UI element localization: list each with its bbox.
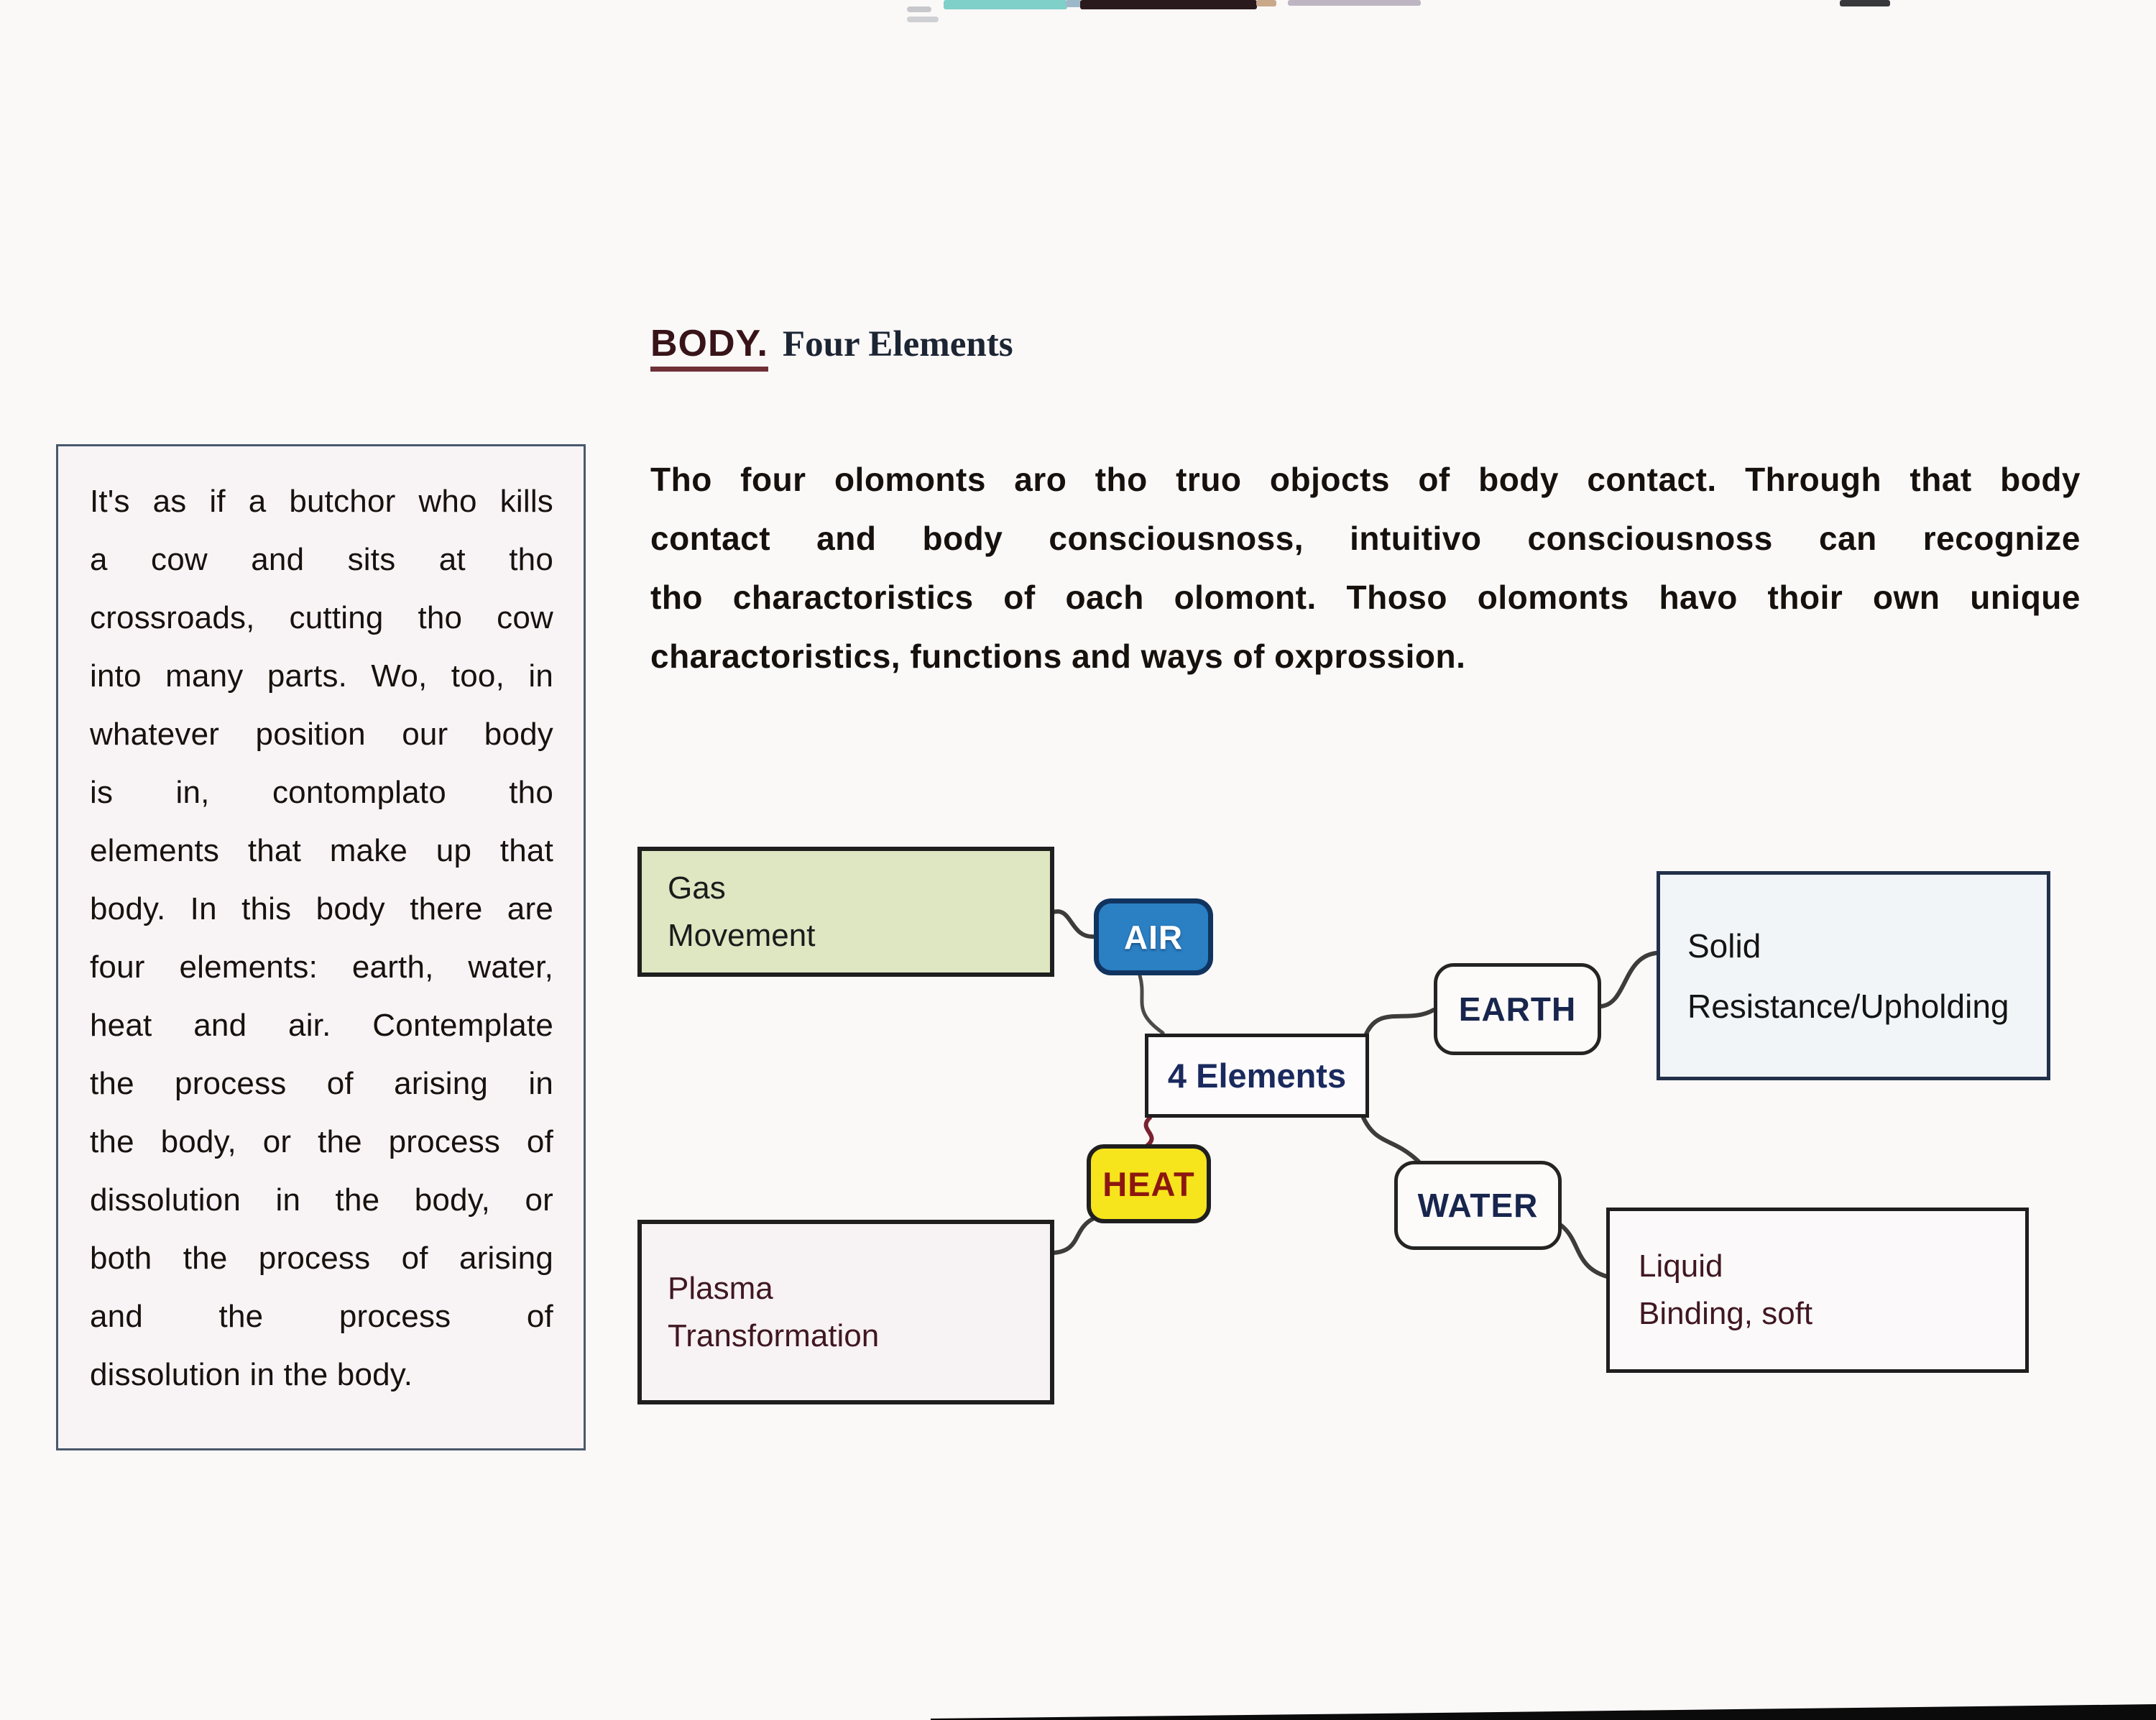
scan-smudge xyxy=(907,6,931,12)
callout-plasma-transformation: Plasma Transformation xyxy=(637,1220,1054,1404)
title-keyword: BODY. xyxy=(650,323,768,372)
quote-line: heat and air. Contemplate xyxy=(90,1008,553,1043)
intro-paragraph: Tho four olomonts aro tho truo objocts o… xyxy=(650,450,2081,686)
connector-center-water xyxy=(1361,1116,1421,1164)
node-heat-label: HEAT xyxy=(1102,1164,1195,1203)
quote-line: into many parts. Wo, too, in xyxy=(90,658,553,694)
center-node-label: 4 Elements xyxy=(1167,1057,1347,1095)
connector-air-center xyxy=(1138,973,1165,1035)
node-water-label: WATER xyxy=(1417,1187,1539,1224)
quote-line: elements that make up that xyxy=(90,833,553,868)
paragraph-line: contact and body consciousnoss, intuitiv… xyxy=(650,520,2081,557)
quote-line: It's as if a butchor who kills xyxy=(90,484,553,519)
node-water: WATER xyxy=(1394,1161,1562,1250)
quote-line: dissolution in the body, or xyxy=(90,1182,553,1218)
title-subtitle: Four Elements xyxy=(782,324,1013,364)
quote-line: a cow and sits at tho xyxy=(90,542,553,577)
callout-solid-resistance: Solid Resistance/Upholding xyxy=(1657,871,2050,1080)
quote-line: both the process of arising xyxy=(90,1241,553,1276)
scan-edge-artifact-blue xyxy=(1066,0,1082,7)
quote-box: It's as if a butchor who kills a cow and… xyxy=(56,444,586,1450)
quote-line: body. In this body there are xyxy=(90,891,553,926)
callout-line: Transformation xyxy=(668,1317,880,1353)
quote-line: the process of arising in xyxy=(90,1066,553,1101)
center-node-4-elements: 4 Elements xyxy=(1145,1034,1369,1118)
quote-line: dissolution in the body. xyxy=(90,1357,413,1392)
scan-edge-artifact-dark xyxy=(1080,0,1257,9)
scan-edge-artifact-gray xyxy=(1288,0,1421,6)
paragraph-line: tho charactoristics of oach olomont. Tho… xyxy=(650,579,2081,616)
node-earth-label: EARTH xyxy=(1458,990,1577,1028)
connector-gas-air xyxy=(1049,909,1097,939)
node-air: AIR xyxy=(1094,898,1213,975)
callout-line: Plasma xyxy=(668,1270,773,1306)
scan-edge-artifact-tan xyxy=(1256,0,1276,6)
callout-line: Liquid xyxy=(1639,1248,1723,1284)
connector-earth-solid xyxy=(1599,951,1658,1008)
callout-liquid-binding: Liquid Binding, soft xyxy=(1606,1208,2029,1373)
scan-smudge xyxy=(907,17,939,22)
quote-line: and the process of xyxy=(90,1299,553,1334)
page-title: BODY. Four Elements xyxy=(650,322,1013,372)
scan-edge-artifact-dash xyxy=(1840,0,1890,6)
scan-edge-artifact-teal xyxy=(944,0,1067,9)
quote-line: the body, or the process of xyxy=(90,1124,553,1159)
callout-line: Resistance/Upholding xyxy=(1687,987,2009,1025)
connector-center-earth xyxy=(1363,1008,1436,1038)
node-earth: EARTH xyxy=(1434,963,1601,1055)
paragraph-line: Tho four olomonts aro tho truo objocts o… xyxy=(650,461,2081,498)
quote-line: four elements: earth, water, xyxy=(90,949,553,985)
quote-line: whatever position our body xyxy=(90,717,553,752)
quote-line: crossroads, cutting tho cow xyxy=(90,600,553,635)
quote-line: is in, contomplato tho xyxy=(90,775,553,810)
callout-line: Movement xyxy=(668,917,816,953)
callout-line: Binding, soft xyxy=(1639,1296,1813,1331)
paragraph-line: charactoristics, functions and ways of o… xyxy=(650,638,1466,675)
callout-line: Gas xyxy=(668,870,726,906)
node-air-label: AIR xyxy=(1123,918,1184,956)
connector-center-heat xyxy=(1143,1116,1154,1148)
node-heat: HEAT xyxy=(1087,1144,1211,1223)
connector-plasma-heat xyxy=(1051,1216,1096,1255)
callout-gas-movement: Gas Movement xyxy=(637,847,1054,977)
callout-line: Solid xyxy=(1687,926,1761,965)
